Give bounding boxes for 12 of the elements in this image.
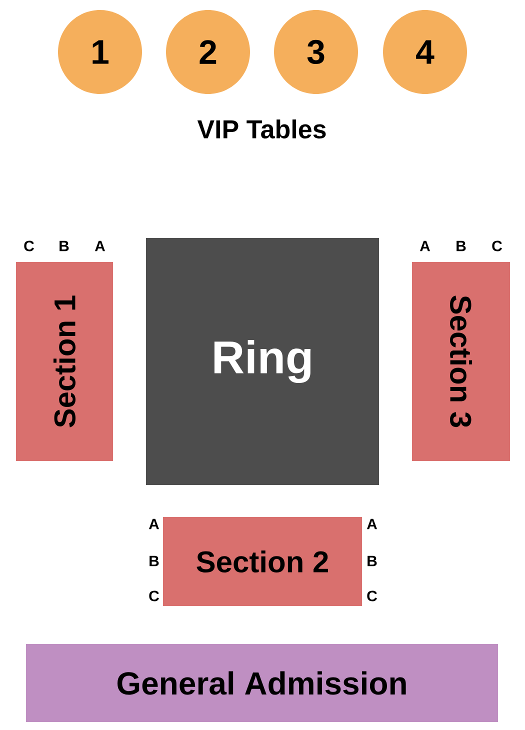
section-label: VIP Tables: [197, 119, 326, 139]
admission-area: General Admission: [26, 644, 498, 722]
row-letter: A: [420, 240, 430, 252]
row-letter: A: [148, 518, 160, 530]
row-letter: C: [149, 590, 159, 602]
row-letter: C: [367, 590, 377, 602]
row-letter: A: [94, 240, 106, 252]
ring-area: Ring: [146, 238, 379, 485]
row-letter: A: [366, 518, 378, 530]
seating-section: Section 1: [16, 262, 113, 461]
seating-section: Section 2: [163, 517, 362, 606]
seating-section: Section 3: [412, 262, 510, 461]
